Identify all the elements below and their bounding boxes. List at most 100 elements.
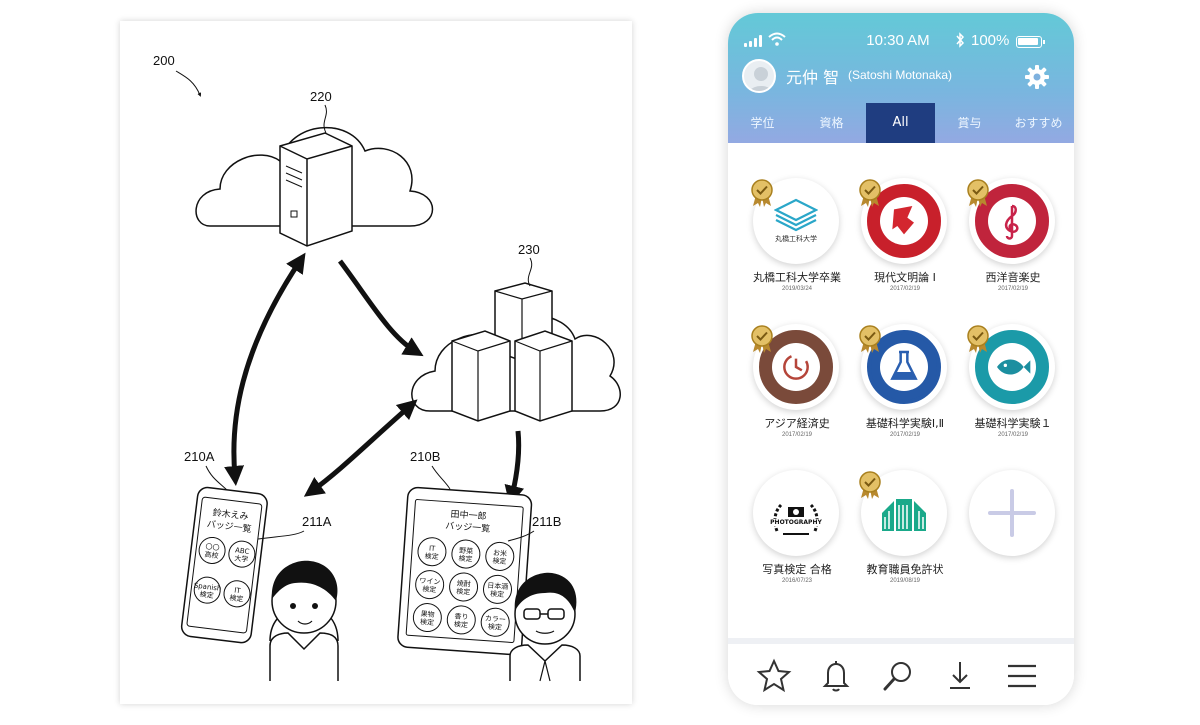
signal-icon xyxy=(744,35,762,47)
search-icon[interactable] xyxy=(880,658,916,694)
badge-name: 基礎科学実験１ xyxy=(974,417,1052,430)
mini-badge-label: 検定 xyxy=(422,584,437,594)
ref-230: 230 xyxy=(518,242,540,257)
badge-item[interactable]: 丸橋工科大学丸橋工科大学卒業 2019/03/24 xyxy=(732,143,841,292)
mini-badge-label: カラー xyxy=(485,615,507,624)
mini-badge-label: 検定 xyxy=(492,556,507,566)
bell-icon[interactable] xyxy=(818,658,854,694)
download-icon[interactable] xyxy=(942,658,978,694)
mini-badge-label: Spanish xyxy=(193,582,221,593)
tablet-b: 田中一郎 バッジ一覧 IT検定野菜検定お米検定ワイン検定焼酎検定日本酒検定果物検… xyxy=(397,486,533,656)
tab-qualification[interactable]: 資格 xyxy=(819,116,844,130)
badge-emblem-icon xyxy=(890,350,918,380)
mini-badge-label: ワイン xyxy=(419,577,441,586)
badge-name: 写真検定 合格 xyxy=(762,563,832,576)
mini-badge xyxy=(451,539,481,569)
user-name-roman: (Satoshi Motonaka) xyxy=(848,68,953,82)
server-icon xyxy=(279,132,353,247)
mini-badge-label: 焼酎 xyxy=(457,579,472,589)
mini-badge-label: 検定 xyxy=(488,622,503,632)
avatar[interactable] xyxy=(742,59,776,93)
add-badge-button[interactable] xyxy=(948,435,1056,565)
mini-badge xyxy=(223,580,251,608)
mini-badge-label: 野菜 xyxy=(459,546,474,556)
mini-badge-label: 検定 xyxy=(420,617,435,627)
mini-badge xyxy=(415,570,445,600)
app-phone-frame: 10:30 AM 100% 元仲 智 (Satoshi Motonaka) xyxy=(728,13,1074,705)
badge-circle: PHOTOGRAPHY xyxy=(753,470,839,556)
bottom-navigation xyxy=(728,638,1074,705)
mini-badge-label: 検定 xyxy=(456,586,471,596)
photography-emblem: PHOTOGRAPHY xyxy=(759,476,833,550)
mini-badge-label: 検定 xyxy=(424,551,439,561)
badge-emblem-icon xyxy=(997,359,1031,375)
gear-icon[interactable] xyxy=(1024,64,1050,90)
mini-badge-label: 検定 xyxy=(229,593,244,604)
wifi-icon xyxy=(768,32,786,46)
mini-badge xyxy=(482,574,512,604)
gold-medal-icon xyxy=(859,471,881,499)
mini-badge-label: 果物 xyxy=(420,609,435,619)
user-name: 元仲 智 xyxy=(786,68,840,87)
person-b-illustration xyxy=(509,572,581,682)
badge-date: 2019/03/24 xyxy=(781,286,813,292)
badge-date: 2016/07/23 xyxy=(781,578,813,584)
mini-badge xyxy=(446,605,476,635)
ref-211B: 211B xyxy=(532,514,561,529)
server-cloud-220 xyxy=(195,126,434,247)
tab-all[interactable]: All xyxy=(866,103,935,143)
badge-face xyxy=(988,197,1036,245)
patent-figure: 200 220 230 xyxy=(120,21,632,704)
badge-date: 2017/02/19 xyxy=(781,432,813,438)
status-time: 10:30 AM xyxy=(866,32,930,49)
badge-date: 2019/08/19 xyxy=(889,578,921,584)
badge-ring xyxy=(975,184,1049,258)
mini-badge-label: 検定 xyxy=(454,619,469,629)
mini-badge xyxy=(412,603,442,633)
mini-badge-label: 高校 xyxy=(204,550,219,561)
mini-badge xyxy=(228,540,256,568)
university-emblem: 丸橋工科大学 xyxy=(759,184,833,258)
badge-circle xyxy=(861,178,947,264)
badge-name: 基礎科学実験Ⅰ,Ⅱ xyxy=(865,417,945,430)
badge-circle xyxy=(969,178,1055,264)
badge-face xyxy=(988,343,1036,391)
tab-degree[interactable]: 学位 xyxy=(750,116,775,130)
badge-ring xyxy=(867,330,941,404)
mini-badge-label: IT xyxy=(429,544,437,552)
mini-badge-label: 検定 xyxy=(199,589,214,600)
category-tabs: 学位 資格 All 賞与 おすすめ xyxy=(728,103,1074,143)
gold-medal-icon xyxy=(859,179,881,207)
battery-percentage: 100% xyxy=(971,32,1010,49)
mini-badge xyxy=(417,537,447,567)
badge-item[interactable]: 基礎科学実験１ 2017/02/19 xyxy=(948,289,1056,438)
badge-name: 丸橋工科大学卒業 xyxy=(753,271,841,284)
gold-medal-icon xyxy=(859,325,881,353)
badge-date: 2017/02/19 xyxy=(997,286,1029,292)
badge-circle xyxy=(861,470,947,556)
mini-badge xyxy=(193,576,221,604)
badge-item[interactable]: 教育職員免許状 2019/08/19 xyxy=(840,435,948,584)
ref-211A: 211A xyxy=(302,514,332,529)
tablet-b-title-1: 田中一郎 xyxy=(450,508,487,522)
badge-item[interactable]: PHOTOGRAPHY 写真検定 合格 2016/07/23 xyxy=(732,435,840,584)
tab-recommended[interactable]: おすすめ xyxy=(1014,116,1063,130)
mini-badge xyxy=(198,536,226,564)
mini-badge-label: 香り xyxy=(454,611,469,621)
badge-face xyxy=(880,197,928,245)
menu-icon[interactable] xyxy=(1004,658,1040,694)
badge-name: 教育職員免許状 xyxy=(866,563,944,576)
mini-badge-label: 検定 xyxy=(490,589,505,599)
mini-badge-label: お米 xyxy=(493,548,508,558)
star-icon[interactable] xyxy=(756,658,792,694)
ref-200: 200 xyxy=(153,53,175,68)
emblem-text: PHOTOGRAPHY xyxy=(769,518,823,526)
tab-awards[interactable]: 賞与 xyxy=(957,116,982,130)
user-silhouette-icon xyxy=(749,67,773,91)
gold-medal-icon xyxy=(751,325,773,353)
